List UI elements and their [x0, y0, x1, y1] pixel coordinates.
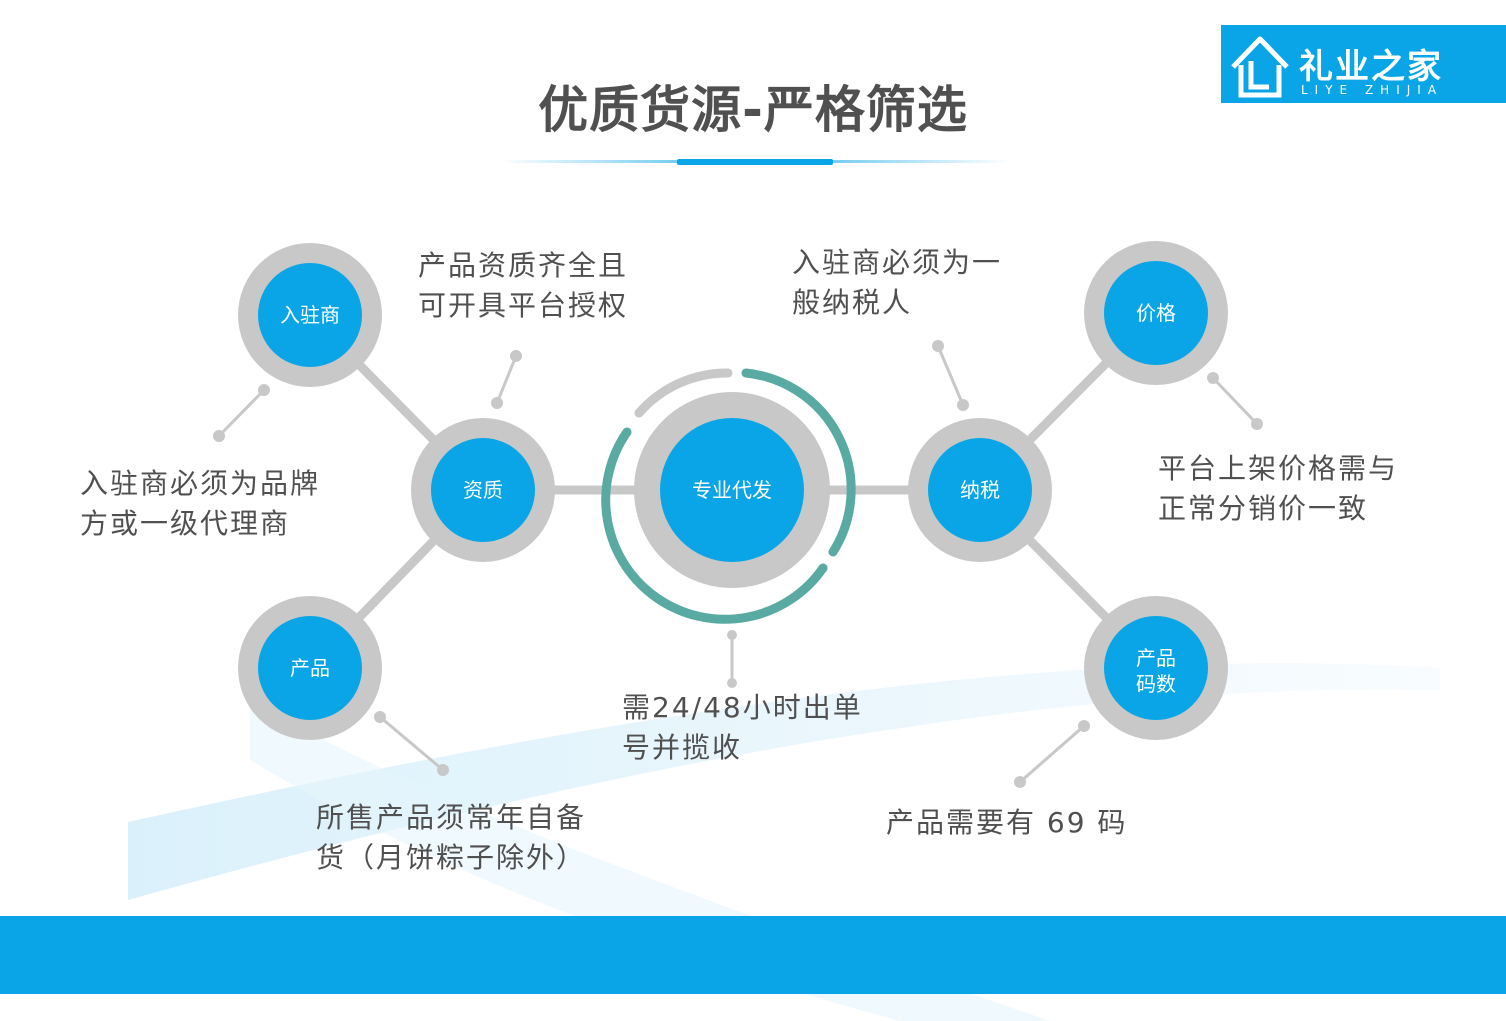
desc-ruzhushang: 入驻商必须为品牌 方或一级代理商 — [80, 464, 320, 544]
desc-jiage: 平台上架价格需与 正常分销价一致 — [1158, 449, 1398, 529]
desc-chanpin: 所售产品须常年自备 货（月饼粽子除外） — [316, 798, 586, 878]
node-label-zizhi: 资质 — [463, 478, 503, 502]
desc-center: 需24/48小时出单 号并揽收 — [622, 688, 863, 768]
desc-chanpin-line2: 货（月饼粽子除外） — [316, 841, 587, 874]
pointer-dots — [213, 340, 1263, 788]
node-mashu — [1084, 596, 1228, 740]
node-label-chanpin: 产品 — [290, 656, 330, 680]
footer-band — [0, 916, 1506, 994]
node-label-center: 专业代发 — [692, 478, 772, 502]
desc-jiage-line1: 平台上架价格需与 — [1158, 452, 1399, 485]
desc-center-line1: 需24/48小时出单 — [622, 691, 863, 724]
desc-jiage-line2: 正常分销价一致 — [1158, 492, 1369, 525]
desc-chanpin-line1: 所售产品须常年自备 — [316, 801, 587, 834]
node-label-mashu: 产品 码数 — [1104, 645, 1208, 697]
title-divider-accent — [677, 159, 833, 165]
desc-ruzhushang-line2: 方或一级代理商 — [80, 507, 291, 540]
desc-zizhi: 产品资质齐全且 可开具平台授权 — [418, 246, 628, 326]
brand-logo: 礼业之家 LIYE ZHIJIA — [1221, 25, 1506, 103]
desc-nashui-line2: 般纳税人 — [792, 286, 913, 319]
node-ruzhushang — [238, 243, 382, 387]
node-label-jiage: 价格 — [1136, 301, 1176, 325]
desc-nashui-line1: 入驻商必须为一 — [792, 246, 1003, 279]
node-label-mashu-line2: 码数 — [1136, 672, 1176, 696]
desc-mashu: 产品需要有 69 码 — [886, 803, 1127, 843]
house-icon — [1231, 36, 1289, 98]
desc-zizhi-line1: 产品资质齐全且 — [418, 249, 629, 282]
node-label-nashui: 纳税 — [960, 478, 1000, 502]
page-title: 优质货源-严格筛选 — [538, 81, 968, 139]
node-chanpin — [238, 596, 382, 740]
node-nashui — [908, 418, 1052, 562]
desc-zizhi-line2: 可开具平台授权 — [418, 289, 629, 322]
desc-nashui: 入驻商必须为一 般纳税人 — [792, 243, 1002, 323]
logo-text-cn: 礼业之家 — [1299, 47, 1443, 87]
node-zizhi — [411, 418, 555, 562]
pointers — [217, 345, 1259, 784]
center-arcs — [601, 368, 856, 624]
node-label-ruzhushang: 入驻商 — [280, 303, 340, 327]
node-jiage — [1084, 241, 1228, 385]
desc-mashu-line1: 产品需要有 69 码 — [886, 806, 1128, 839]
node-label-mashu-line1: 产品 — [1136, 646, 1176, 670]
desc-center-line2: 号并揽收 — [622, 731, 743, 764]
node-center — [634, 392, 830, 588]
logo-text-en: LIYE ZHIJIA — [1301, 83, 1444, 97]
desc-ruzhushang-line1: 入驻商必须为品牌 — [80, 467, 321, 500]
